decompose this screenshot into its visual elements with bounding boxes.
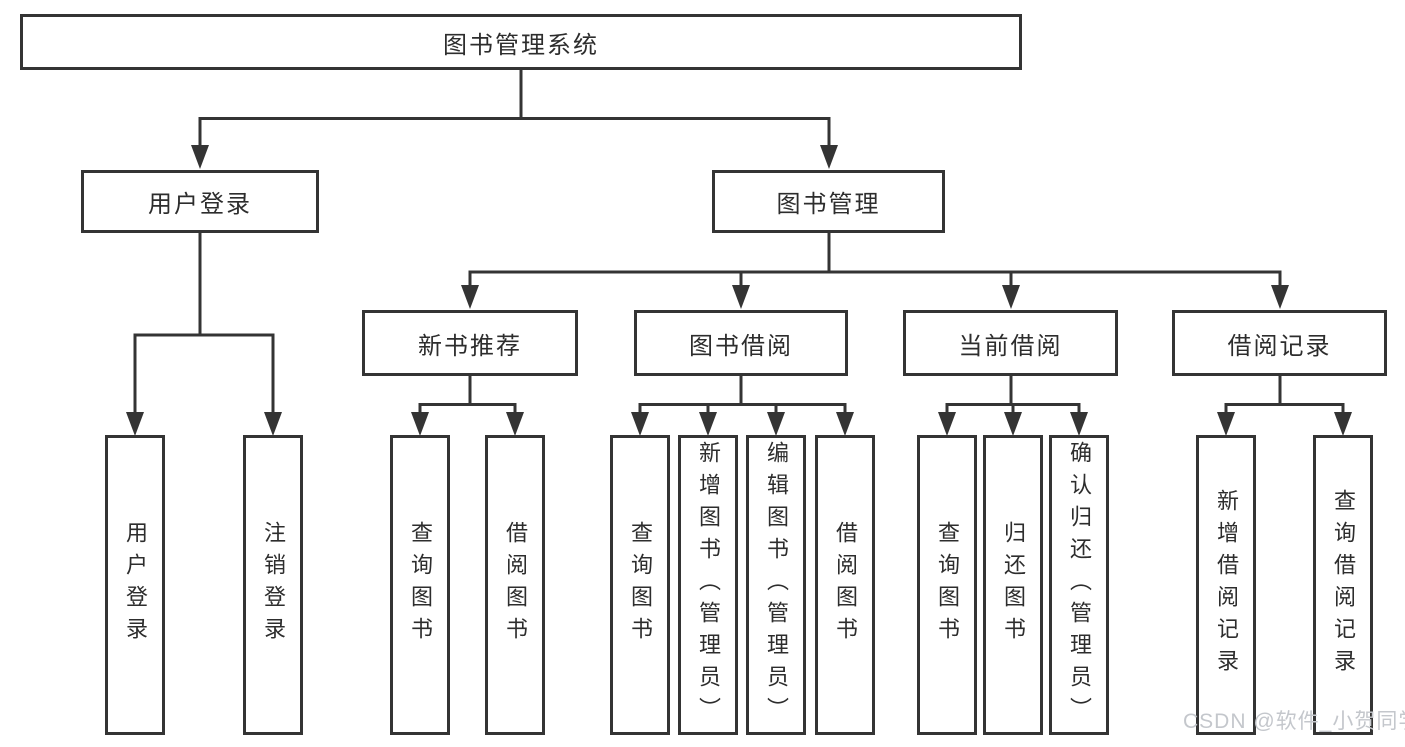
node-new-book-recommend-label: 新书推荐	[418, 332, 522, 360]
leaf-edit-books-admin-label: 编辑图书（管理员）	[764, 441, 789, 729]
leaf-user-login: 用户登录	[105, 435, 165, 735]
node-user-login: 用户登录	[81, 170, 319, 233]
leaf-borrow-books-recommend: 借阅图书	[485, 435, 545, 735]
leaf-add-books-admin-label: 新增图书（管理员）	[696, 441, 721, 729]
node-root: 图书管理系统	[20, 14, 1022, 70]
leaf-add-borrow-record: 新增借阅记录	[1196, 435, 1256, 735]
leaf-return-books: 归还图书	[983, 435, 1043, 735]
leaf-query-borrow-record-label: 查询借阅记录	[1331, 489, 1356, 681]
node-book-borrowing-label: 图书借阅	[689, 332, 793, 360]
leaf-confirm-return-admin: 确认归还（管理员）	[1049, 435, 1109, 735]
leaf-query-books-recommend: 查询图书	[390, 435, 450, 735]
node-user-login-label: 用户登录	[148, 191, 252, 218]
leaf-query-books-current-label: 查询图书	[935, 521, 960, 649]
leaf-add-borrow-record-label: 新增借阅记录	[1214, 489, 1239, 681]
leaf-user-login-label: 用户登录	[123, 521, 148, 649]
leaf-query-books-current: 查询图书	[917, 435, 977, 735]
leaf-borrow-books-recommend-label: 借阅图书	[503, 521, 528, 649]
leaf-return-books-label: 归还图书	[1001, 521, 1026, 649]
leaf-query-books-recommend-label: 查询图书	[408, 521, 433, 649]
leaf-query-borrow-record: 查询借阅记录	[1313, 435, 1373, 735]
leaf-logout-label: 注销登录	[261, 521, 286, 649]
leaf-borrow-books-borrowing-label: 借阅图书	[833, 521, 858, 649]
node-book-management-label: 图书管理	[776, 191, 881, 218]
leaf-logout: 注销登录	[243, 435, 303, 735]
node-book-management: 图书管理	[712, 170, 945, 233]
leaf-confirm-return-admin-label: 确认归还（管理员）	[1067, 441, 1092, 729]
leaf-query-books-borrowing-label: 查询图书	[628, 521, 653, 649]
node-current-borrowing: 当前借阅	[903, 310, 1118, 376]
node-new-book-recommend: 新书推荐	[362, 310, 578, 376]
node-borrowing-records-label: 借阅记录	[1227, 332, 1332, 360]
leaf-add-books-admin: 新增图书（管理员）	[678, 435, 738, 735]
node-root-label: 图书管理系统	[443, 31, 599, 59]
leaf-borrow-books-borrowing: 借阅图书	[815, 435, 875, 735]
leaf-query-books-borrowing: 查询图书	[610, 435, 670, 735]
leaf-edit-books-admin: 编辑图书（管理员）	[746, 435, 806, 735]
node-borrowing-records: 借阅记录	[1172, 310, 1387, 376]
node-book-borrowing: 图书借阅	[634, 310, 848, 376]
node-current-borrowing-label: 当前借阅	[958, 332, 1063, 360]
csdn-watermark: CSDN @软件_小贺同学	[1183, 710, 1405, 733]
